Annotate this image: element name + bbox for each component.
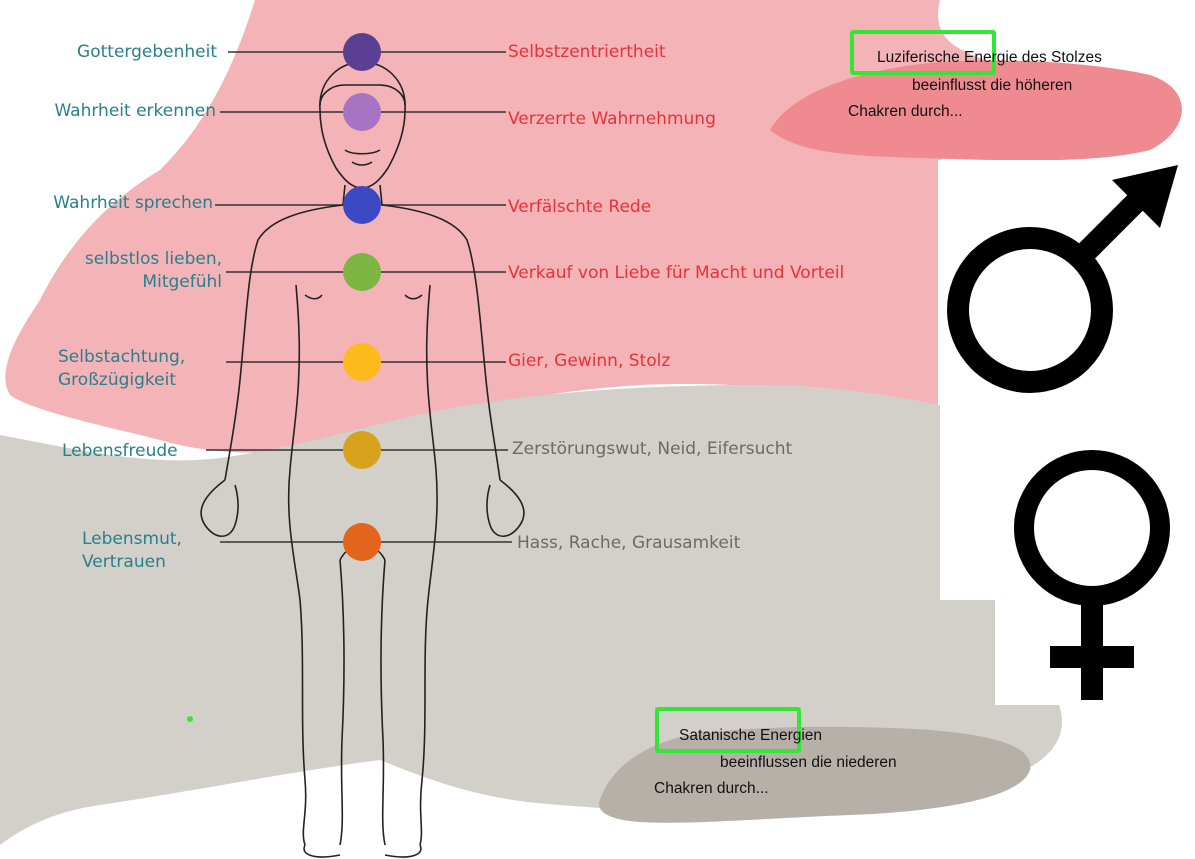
- chakra-dot-3: [343, 186, 381, 224]
- chakra-label-1-vice: Selbstzentriertheit: [508, 41, 666, 63]
- lower-note-line3: Chakren durch...: [654, 778, 769, 800]
- chakra-label-6-vice: Zerstörungswut, Neid, Eifersucht: [512, 438, 792, 460]
- chakra-label-1-virtue: Gottergebenheit: [77, 41, 217, 63]
- chakra-label-4-virtue: selbstlos lieben,: [85, 248, 222, 270]
- chakra-label-7-virtue: Lebensmut,: [82, 528, 182, 550]
- chakra-dot-7: [343, 523, 381, 561]
- chakra-label-7-vice: Hass, Rache, Grausamkeit: [517, 532, 740, 554]
- upper-note-line3: Chakren durch...: [848, 101, 963, 123]
- chakra-dot-4: [343, 253, 381, 291]
- chakra-label-5-virtue: Selbstachtung,: [58, 346, 185, 368]
- chakra-label-6-virtue: Lebensfreude: [62, 440, 178, 462]
- green-marker-dot: [187, 716, 193, 722]
- chakra-dot-6: [343, 431, 381, 469]
- female-symbol-icon: [995, 405, 1195, 705]
- chakra-label-5-vice: Gier, Gewinn, Stolz: [508, 350, 670, 372]
- upper-note-line2: beeinflusst die höheren: [912, 75, 1072, 97]
- lower-note-line2: beeinflussen die niederen: [720, 752, 897, 774]
- lower-note-line1: Satanische Energien: [679, 725, 822, 747]
- chakra-label-7-virtue-line2: Vertrauen: [82, 551, 166, 573]
- chakra-dot-1: [343, 33, 381, 71]
- male-symbol-icon: [938, 160, 1195, 405]
- chakra-label-3-vice: Verfälschte Rede: [508, 196, 651, 218]
- chakra-label-5-virtue-line2: Großzügigkeit: [58, 369, 176, 391]
- chakra-dot-5: [343, 343, 381, 381]
- chakra-label-4-vice: Verkauf von Liebe für Macht und Vorteil: [508, 262, 844, 284]
- chakra-label-3-virtue: Wahrheit sprechen: [53, 192, 213, 214]
- chakra-label-2-vice: Verzerrte Wahrnehmung: [508, 108, 716, 130]
- chakra-label-2-virtue: Wahrheit erkennen: [54, 100, 216, 122]
- chakra-dot-2: [343, 93, 381, 131]
- chakra-label-4-virtue-line2: Mitgefühl: [142, 271, 222, 293]
- upper-note-line1: Luziferische Energie des Stolzes: [877, 47, 1102, 69]
